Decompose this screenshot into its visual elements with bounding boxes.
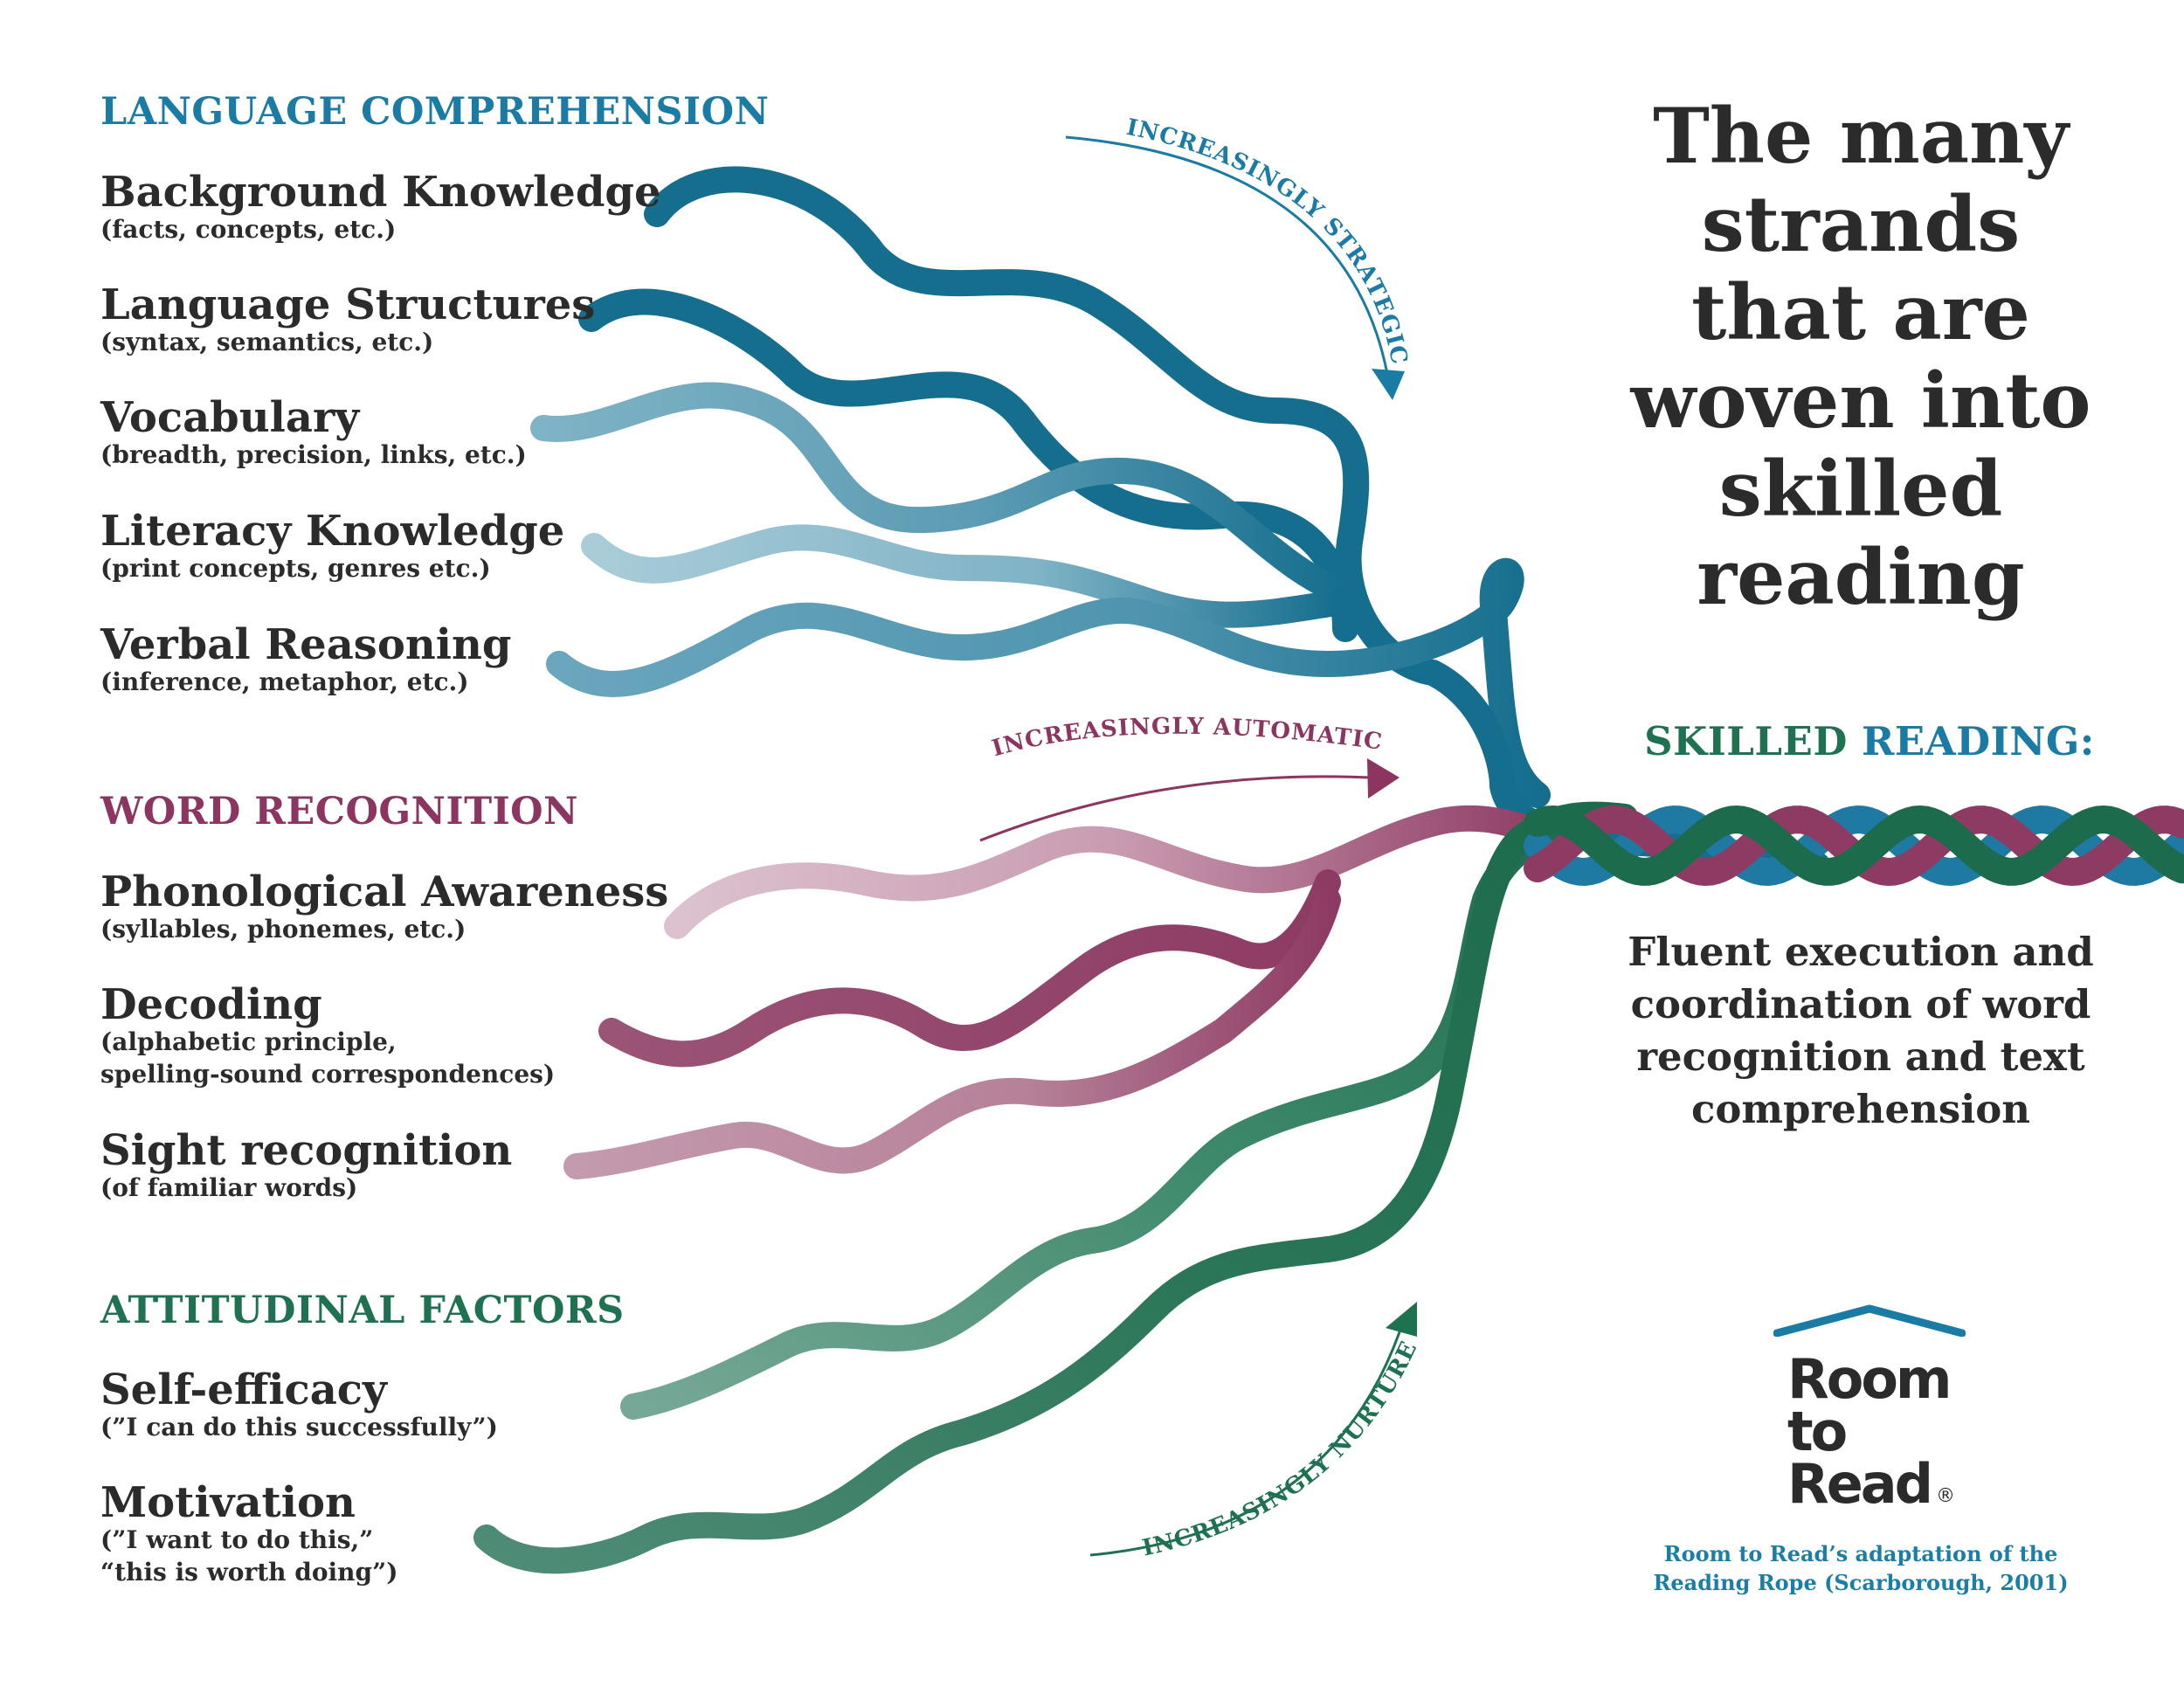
description-line: Fluent execution and xyxy=(1628,929,2094,975)
item-title: Language Structures xyxy=(100,280,596,329)
list-item: Decoding (alphabetic principle, spelling… xyxy=(100,983,555,1090)
list-item: Language Structures (syntax, semantics, … xyxy=(100,283,595,359)
item-title: Background Knowledge xyxy=(100,168,661,217)
skilled-reading-description: Fluent execution and coordination of wor… xyxy=(1599,926,2123,1136)
arrowhead-icon xyxy=(1386,1302,1417,1337)
item-subtitle: (facts, concepts, etc.) xyxy=(100,215,397,245)
item-title: Motivation xyxy=(100,1478,356,1527)
list-item: Literacy Knowledge (print concepts, genr… xyxy=(100,509,564,585)
skilled-word: SKILLED xyxy=(1644,718,1863,764)
category-heading: WORD RECOGNITION xyxy=(100,790,578,833)
item-title: Literacy Knowledge xyxy=(100,507,565,556)
strand-phonological-awareness xyxy=(664,805,1568,939)
svg-text:INCREASINGLY AUTOMATIC: INCREASINGLY AUTOMATIC xyxy=(989,714,1384,763)
item-title: Decoding xyxy=(100,980,322,1029)
strand-language-structures xyxy=(578,288,1358,642)
strand-verbal-reasoning xyxy=(546,557,1551,808)
logo-word: Read xyxy=(1787,1452,1933,1516)
item-title: Sight recognition xyxy=(100,1126,513,1175)
title-line: reading xyxy=(1697,532,2025,622)
item-subtitle: (”I want to do this,” xyxy=(100,1525,374,1555)
room-to-read-logo: Room to Read ® xyxy=(1773,1302,1966,1529)
item-subtitle: (print concepts, genres etc.) xyxy=(100,554,491,584)
item-subtitle: (inference, metaphor, etc.) xyxy=(100,667,469,697)
roof-icon xyxy=(1773,1304,1966,1337)
item-subtitle-2: spelling-sound correspondences) xyxy=(100,1059,556,1089)
title-line: skilled xyxy=(1718,444,2003,534)
caption-line: Reading Rope (Scarborough, 2001) xyxy=(1653,1570,2069,1595)
logo-word: Room xyxy=(1787,1347,1952,1411)
item-subtitle: (alphabetic principle, xyxy=(100,1027,397,1057)
description-line: recognition and text xyxy=(1636,1034,2085,1080)
list-item: Self-efficacy (”I can do this successful… xyxy=(100,1368,498,1444)
item-subtitle: (”I can do this successfully”) xyxy=(100,1413,498,1442)
category-heading: ATTITUDINAL FACTORS xyxy=(100,1289,625,1332)
list-item: Verbal Reasoning (inference, metaphor, e… xyxy=(100,623,511,699)
item-subtitle: (of familiar words) xyxy=(100,1173,358,1203)
item-title: Verbal Reasoning xyxy=(100,620,512,669)
page-title: The many strands that are woven into ski… xyxy=(1599,92,2123,621)
svg-text:INCREASINGLY STRATEGIC: INCREASINGLY STRATEGIC xyxy=(1124,114,1413,367)
description-line: coordination of word xyxy=(1630,981,2091,1027)
item-subtitle: (syllables, phonemes, etc.) xyxy=(100,915,467,944)
item-title: Self-efficacy xyxy=(100,1366,387,1414)
skilled-reading-heading: SKILLED READING: xyxy=(1642,718,2097,764)
source-caption: Room to Read’s adaptation of the Reading… xyxy=(1642,1539,2079,1597)
strand-motivation xyxy=(473,801,1638,1574)
arrow-automatic: INCREASINGLY AUTOMATIC xyxy=(979,714,1400,842)
item-subtitle: (breadth, precision, links, etc.) xyxy=(100,440,527,470)
strand-background-knowledge xyxy=(644,166,1446,686)
item-subtitle-2: “this is worth doing”) xyxy=(100,1557,398,1587)
arrowhead-icon xyxy=(1372,369,1405,400)
category-heading: LANGUAGE COMPREHENSION xyxy=(100,90,770,134)
description-line: comprehension xyxy=(1690,1086,2031,1132)
braid-strand-green xyxy=(1524,805,2184,886)
registered-mark: ® xyxy=(1936,1485,1955,1507)
reading-word: READING: xyxy=(1862,718,2095,764)
list-item: Sight recognition (of familiar words) xyxy=(100,1129,512,1205)
arrow-automatic-label: INCREASINGLY AUTOMATIC xyxy=(989,714,1383,763)
item-title: Phonological Awareness xyxy=(100,868,669,916)
title-line: that are xyxy=(1691,267,2030,357)
title-line: The many xyxy=(1653,91,2069,181)
strand-sight-recognition xyxy=(563,887,1341,1179)
logo-word: to xyxy=(1787,1400,1848,1463)
strand-decoding xyxy=(598,869,1341,1068)
strand-vocabulary xyxy=(530,382,1358,607)
item-title: Vocabulary xyxy=(100,393,360,442)
item-subtitle: (syntax, semantics, etc.) xyxy=(100,328,434,357)
title-line: woven into xyxy=(1630,356,2091,446)
caption-line: Room to Read’s adaptation of the xyxy=(1663,1541,2058,1566)
list-item: Vocabulary (breadth, precision, links, e… xyxy=(100,396,527,472)
arrowhead-icon xyxy=(1367,758,1400,799)
strand-literacy-knowledge xyxy=(581,524,1350,628)
list-item: Background Knowledge (facts, concepts, e… xyxy=(100,170,660,246)
list-item: Motivation (”I want to do this,” “this i… xyxy=(100,1481,397,1588)
list-item: Phonological Awareness (syllables, phone… xyxy=(100,870,668,946)
title-line: strands xyxy=(1701,179,2021,269)
arrow-strategic: INCREASINGLY STRATEGIC xyxy=(1065,114,1413,400)
arrow-strategic-label: INCREASINGLY STRATEGIC xyxy=(1124,114,1412,367)
